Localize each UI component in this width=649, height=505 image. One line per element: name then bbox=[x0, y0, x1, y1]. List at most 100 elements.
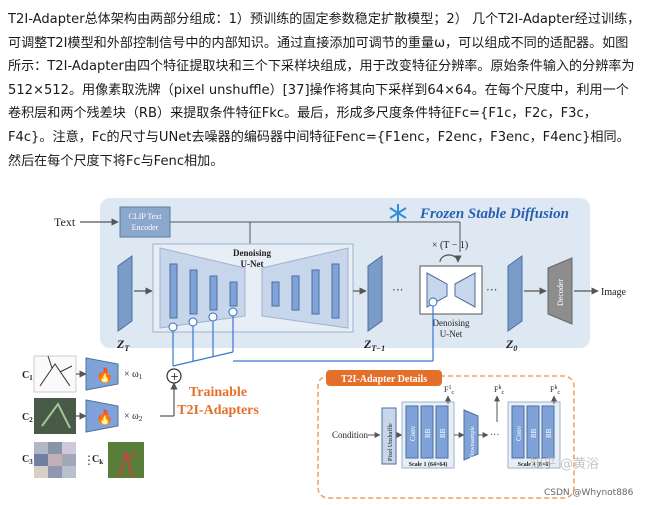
z-0-latent bbox=[507, 255, 523, 332]
downsample-block bbox=[463, 409, 479, 461]
weight1-sub: 1 bbox=[139, 373, 143, 381]
z-t-latent bbox=[117, 255, 133, 332]
small-unet-label-2: U-Net bbox=[440, 329, 463, 339]
trainable-title-2: T2I-Adapters bbox=[177, 403, 259, 418]
loop-arrow-icon bbox=[439, 254, 462, 263]
segmentation-image bbox=[34, 398, 76, 434]
weight2-sub: 2 bbox=[139, 415, 143, 423]
frozen-title: Frozen Stable Diffusion bbox=[419, 206, 569, 222]
enc-bar-1 bbox=[169, 263, 178, 319]
fkc-label-2: F bbox=[550, 385, 555, 394]
fkc-sup-2: k bbox=[554, 385, 557, 391]
z-0-sub: 0 bbox=[513, 344, 517, 353]
ellipsis-3: ··· bbox=[490, 430, 500, 441]
svg-text:Fkc: Fkc bbox=[550, 385, 560, 396]
z-t1-label: Z bbox=[363, 337, 372, 351]
f1c-sup: 1 bbox=[448, 385, 451, 391]
f1c-label: F bbox=[444, 385, 449, 394]
fkc-label-1: F bbox=[494, 385, 499, 394]
scale4-rb1 bbox=[526, 405, 540, 459]
weight1-label: × ω bbox=[124, 369, 139, 380]
details-title: T2I-Adapter Details bbox=[341, 374, 427, 385]
clip-encoder-label-1: CLIP Text bbox=[129, 212, 163, 221]
dec-bar-2 bbox=[291, 275, 300, 311]
pixelated-image bbox=[34, 442, 76, 478]
scale4-conv bbox=[511, 405, 525, 459]
adapter-connections bbox=[172, 306, 434, 367]
pixel-unshuffle-label: Pixel Unshuffle bbox=[387, 423, 394, 461]
svg-text:Fkc: Fkc bbox=[494, 385, 504, 396]
decoder-block bbox=[547, 257, 573, 325]
scale4-conv-label: Conv bbox=[515, 425, 523, 441]
image-output-label: Image bbox=[601, 287, 627, 298]
dec-bar-4 bbox=[331, 263, 340, 319]
scale1-conv bbox=[405, 405, 419, 459]
svg-text:C1: C1 bbox=[22, 370, 33, 382]
details-title-tab bbox=[326, 370, 442, 386]
svg-text:ZT−1: ZT−1 bbox=[363, 337, 385, 353]
adapter-1 bbox=[85, 357, 119, 391]
scale1-rb2-label: RB bbox=[439, 428, 447, 438]
trainable-title-1: Trainable bbox=[189, 385, 247, 400]
paragraph-text: T2I-Adapter总体架构由两部分组成：1）预训练的固定参数稳定扩散模型；2… bbox=[8, 12, 641, 169]
c2-label: C bbox=[22, 412, 29, 423]
svg-text:Ck: Ck bbox=[92, 454, 103, 466]
unet-label-2: U-Net bbox=[241, 259, 264, 269]
text-input-label: Text bbox=[54, 215, 76, 229]
architecture-figure: Frozen Stable Diffusion Text CLIP Text E… bbox=[0, 196, 649, 501]
dec-bar-1 bbox=[271, 281, 280, 307]
csdn-watermark: CSDN @Whynot886 bbox=[544, 488, 634, 498]
enc-bar-2 bbox=[189, 269, 198, 315]
enc-bar-4 bbox=[229, 281, 238, 307]
weight2-label: × ω bbox=[124, 411, 139, 422]
c3-sub: 3 bbox=[29, 458, 33, 466]
clip-encoder-block bbox=[119, 206, 171, 238]
pixel-unshuffle-block bbox=[381, 407, 397, 465]
z-t1-sub: T−1 bbox=[371, 344, 385, 353]
dec-bar-3 bbox=[311, 269, 320, 315]
sketch-image bbox=[33, 355, 77, 393]
ellipsis-2: ··· bbox=[486, 283, 497, 297]
unet-decoder-shape bbox=[261, 247, 349, 329]
small-plus-circle bbox=[428, 297, 438, 307]
scale1-label: Scale 1 (64×64) bbox=[409, 461, 448, 468]
loop-label: × (T − 1) bbox=[432, 240, 468, 251]
scale1-conv-label: Conv bbox=[409, 425, 417, 441]
svg-text:F1c: F1c bbox=[444, 385, 454, 396]
article-paragraph: T2I-Adapter总体架构由两部分组成：1）预训练的固定参数稳定扩散模型；2… bbox=[8, 8, 641, 173]
z-t-label: Z bbox=[116, 337, 125, 351]
z-t1-latent bbox=[367, 255, 383, 332]
condition-label: Condition bbox=[332, 430, 369, 440]
z-t-sub: T bbox=[124, 344, 130, 353]
fkc-sub-2: c bbox=[557, 390, 560, 396]
f1c-sub: c bbox=[451, 390, 454, 396]
scale4-label: Scale 4 (8×8) bbox=[518, 461, 551, 468]
svg-text:ZT: ZT bbox=[116, 337, 130, 353]
fkc-sub-1: c bbox=[501, 390, 504, 396]
ellipsis-1: ··· bbox=[392, 283, 403, 297]
fire-icon-2: 🔥 bbox=[96, 409, 113, 426]
scale4-rb2-label: RB bbox=[545, 428, 553, 438]
c1-sub: 1 bbox=[29, 374, 33, 382]
pose-image bbox=[108, 442, 144, 478]
scale1-rb1-label: RB bbox=[424, 428, 432, 438]
scale4-rb1-label: RB bbox=[530, 428, 538, 438]
ck-label: C bbox=[92, 454, 99, 465]
c1-label: C bbox=[22, 370, 29, 381]
ck-sub: k bbox=[99, 458, 103, 466]
z-0-label: Z bbox=[505, 337, 514, 351]
c3-label: C bbox=[22, 454, 29, 465]
snowflake-icon bbox=[389, 204, 407, 222]
zhihu-watermark: 知乎 @黄浴 bbox=[530, 456, 599, 472]
vertical-dots: ⋮ bbox=[83, 453, 95, 467]
decoder-label: Decoder bbox=[556, 279, 565, 306]
enc-bar-3 bbox=[209, 275, 218, 311]
unet-encoder-shape bbox=[159, 247, 246, 329]
downsample-label: Downsample bbox=[470, 426, 476, 458]
svg-text:C2: C2 bbox=[22, 412, 33, 424]
fkc-sup-1: k bbox=[498, 385, 501, 391]
adapter-2 bbox=[85, 399, 119, 433]
fire-icon-1: 🔥 bbox=[96, 367, 113, 384]
clip-encoder-label-2: Encoder bbox=[132, 223, 159, 232]
svg-text:C3: C3 bbox=[22, 454, 33, 466]
